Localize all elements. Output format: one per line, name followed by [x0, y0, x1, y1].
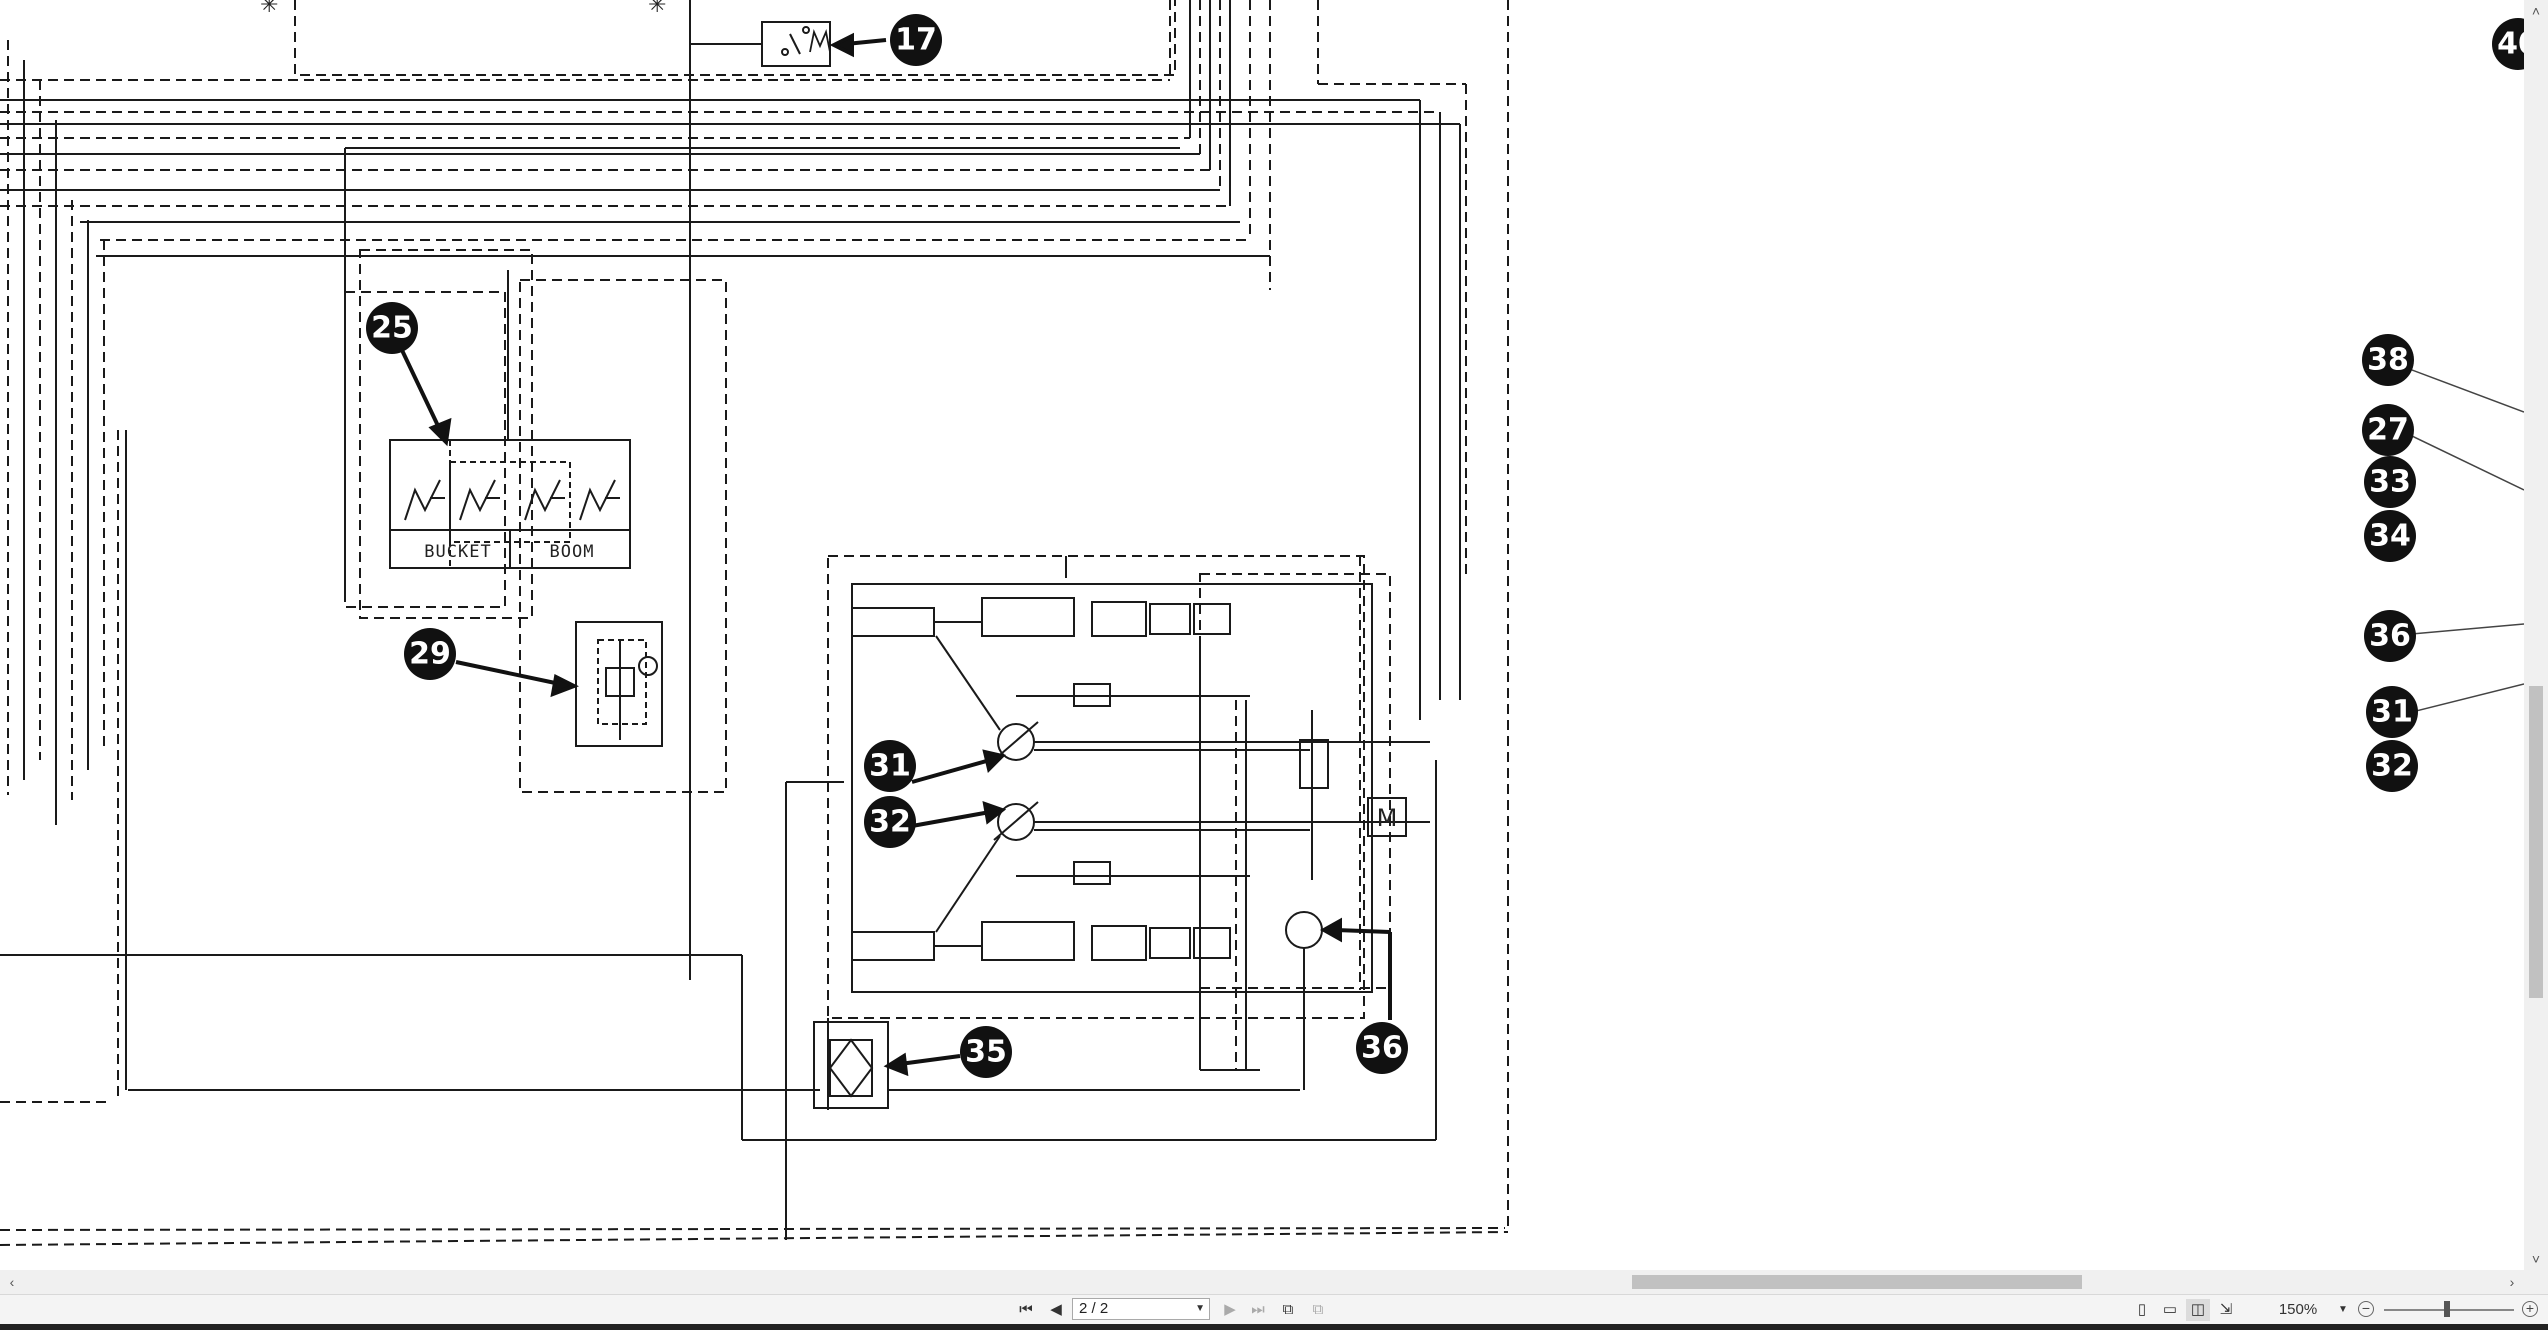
- paste-page-icon[interactable]: ⧉: [1312, 1301, 1324, 1318]
- zoom-in-icon[interactable]: +: [2522, 1301, 2538, 1317]
- chevron-down-icon[interactable]: ▼: [1195, 1303, 1205, 1314]
- callout-27: 27: [2362, 404, 2414, 456]
- svg-text:36: 36: [1361, 1031, 1403, 1066]
- vertical-scrollbar[interactable]: ˄ ˅: [2524, 0, 2548, 1270]
- svg-text:✳: ✳: [648, 0, 666, 17]
- next-page-icon[interactable]: ▶: [1224, 1301, 1236, 1318]
- document-viewport[interactable]: ✳ ✳: [0, 0, 2524, 1270]
- bottom-edge: [0, 1324, 2548, 1330]
- svg-text:40: 40: [2497, 27, 2524, 62]
- scroll-left-icon[interactable]: ‹: [9, 1274, 15, 1290]
- two-page-view-icon[interactable]: ◫: [2186, 1299, 2210, 1321]
- callout-25: 25: [366, 302, 418, 354]
- callout-33: 33: [2364, 456, 2416, 508]
- callout-29: 29: [404, 628, 456, 680]
- svg-text:32: 32: [2371, 749, 2413, 784]
- page-number-field[interactable]: 2 / 2 ▼: [1072, 1298, 1210, 1320]
- boom-label: BOOM: [550, 542, 595, 562]
- svg-text:✳: ✳: [260, 0, 278, 17]
- scroll-up-icon[interactable]: ˄: [2531, 3, 2541, 19]
- svg-text:31: 31: [2371, 695, 2413, 730]
- zoom-out-icon[interactable]: −: [2358, 1301, 2374, 1317]
- svg-text:38: 38: [2367, 343, 2409, 378]
- scroll-right-icon[interactable]: ›: [2509, 1274, 2515, 1290]
- zoom-level[interactable]: 150%: [2278, 1301, 2318, 1318]
- callout-32: 32: [864, 796, 916, 848]
- motor-label: M: [1377, 804, 1398, 832]
- svg-text:31: 31: [869, 749, 911, 784]
- viewer-toolbar: ⏮ ◀ 2 / 2 ▼ ▶ ⏭ ⧉ ⧉ ▯ ▭ ◫ ⇲ 150% ▼ − +: [0, 1294, 2548, 1325]
- callout-36-right: 36: [2364, 610, 2416, 662]
- zoom-slider-handle[interactable]: [2444, 1301, 2450, 1317]
- copy-page-icon[interactable]: ⧉: [1282, 1301, 1294, 1318]
- callout-38: 38: [2362, 334, 2414, 386]
- callout-17: 17: [890, 14, 942, 66]
- svg-text:33: 33: [2369, 465, 2411, 500]
- horizontal-scrollbar[interactable]: ‹ ›: [0, 1270, 2548, 1294]
- svg-text:34: 34: [2369, 519, 2411, 554]
- page-number-value: 2 / 2: [1079, 1300, 1109, 1317]
- svg-text:32: 32: [869, 805, 911, 840]
- callout-35: 35: [960, 1026, 1012, 1078]
- svg-text:27: 27: [2367, 413, 2409, 448]
- vertical-scroll-thumb[interactable]: [2529, 686, 2543, 998]
- callout-34: 34: [2364, 510, 2416, 562]
- svg-text:36: 36: [2369, 619, 2411, 654]
- prev-page-icon[interactable]: ◀: [1050, 1301, 1062, 1318]
- callout-31-right: 31: [2366, 686, 2418, 738]
- fit-view-icon[interactable]: ⇲: [2219, 1301, 2233, 1318]
- callout-31: 31: [864, 740, 916, 792]
- svg-text:29: 29: [409, 637, 451, 672]
- svg-text:17: 17: [895, 23, 937, 58]
- single-page-view-icon[interactable]: ▯: [2137, 1301, 2147, 1318]
- callout-32-right: 32: [2366, 740, 2418, 792]
- callout-36: 36: [1356, 1022, 1408, 1074]
- svg-text:25: 25: [371, 311, 413, 346]
- zoom-dropdown-icon[interactable]: ▼: [2338, 1304, 2348, 1315]
- hydraulic-schematic: ✳ ✳: [0, 0, 2524, 1246]
- svg-text:35: 35: [965, 1035, 1007, 1070]
- callout-40: 40: [2492, 18, 2524, 70]
- bucket-label: BUCKET: [424, 542, 491, 562]
- continuous-view-icon[interactable]: ▭: [2162, 1301, 2178, 1318]
- scroll-down-icon[interactable]: ˅: [2531, 1251, 2541, 1267]
- horizontal-scroll-thumb[interactable]: [1632, 1275, 2082, 1289]
- first-page-icon[interactable]: ⏮: [1019, 1301, 1033, 1318]
- last-page-icon[interactable]: ⏭: [1251, 1301, 1265, 1318]
